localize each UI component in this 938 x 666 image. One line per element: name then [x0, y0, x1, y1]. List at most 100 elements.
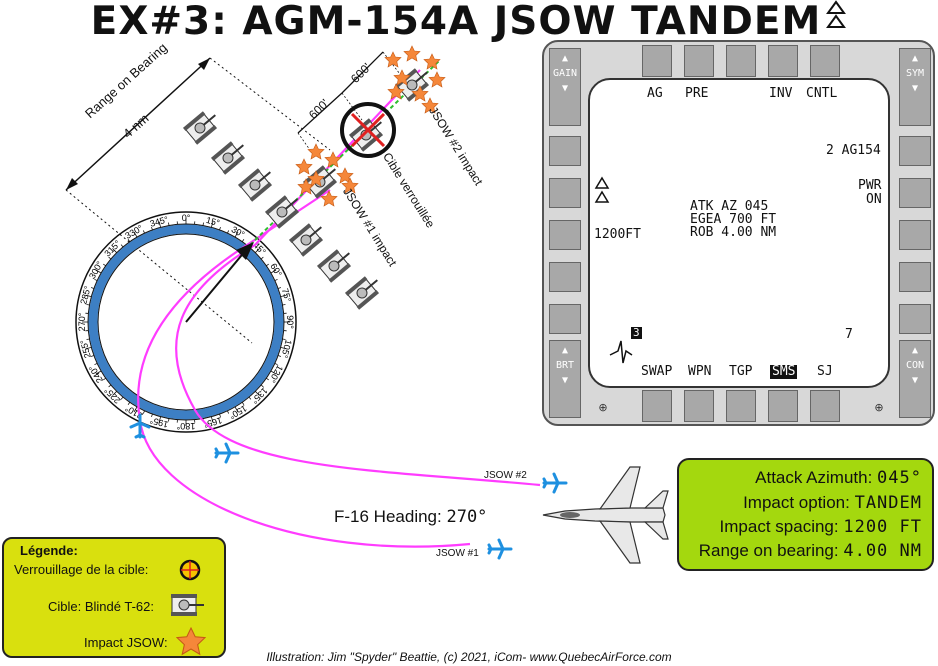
- compass-tick: [282, 338, 286, 340]
- compass-tick: [260, 256, 264, 260]
- spacing-dimension-1: [297, 92, 343, 134]
- compass-tick: [133, 231, 138, 238]
- compass-tick: [108, 384, 112, 388]
- tank-target-icon: [236, 162, 279, 203]
- jsow-impact-icon: [428, 71, 446, 88]
- compass-tick: [103, 263, 106, 267]
- con-rocker[interactable]: ▲CON▼: [899, 340, 931, 418]
- f16-aircraft-icon: [542, 466, 669, 564]
- attack-azimuth-arrow: [185, 249, 247, 323]
- osb-right-4[interactable]: [899, 262, 931, 292]
- gain-rocker[interactable]: ▲GAIN▼: [549, 48, 581, 126]
- osb-top-1[interactable]: [642, 45, 672, 77]
- osb-bottom-5[interactable]: [810, 390, 840, 422]
- jsow1-label: JSOW #1: [436, 548, 479, 559]
- target-lock-icon: [340, 102, 396, 158]
- compass-tick: [260, 384, 264, 388]
- compass-tick: [168, 222, 170, 226]
- jsow1-weapon-icon: [487, 538, 513, 560]
- mfd-ground-stabilized-icon: [609, 340, 633, 364]
- page-title: EX#3: AGM-154A JSOW TANDEM: [0, 0, 938, 44]
- compass-tick: [255, 391, 260, 396]
- brt-rocker[interactable]: ▲BRT▼: [549, 340, 581, 418]
- compass-tick: [94, 363, 98, 366]
- mfd-pwr-state: ON: [866, 192, 882, 207]
- compass-tick: [90, 287, 95, 289]
- compass-tick: [158, 221, 162, 228]
- compass-tick: [282, 304, 286, 306]
- compass-tick: [120, 244, 124, 248]
- f16-heading: F-16 Heading: 270°: [334, 507, 488, 527]
- mfd-atk: ATK AZ 045: [690, 199, 769, 214]
- mfd-label-wpn: WPN: [688, 364, 712, 379]
- compass-label: 75°: [280, 287, 293, 303]
- compass-tick: [248, 396, 252, 400]
- osb-top-2[interactable]: [684, 45, 714, 77]
- compass-tick: [85, 294, 92, 298]
- osb-left-3[interactable]: [549, 220, 581, 250]
- osb-right-2[interactable]: [899, 178, 931, 208]
- compass-tick: [120, 396, 124, 400]
- compass-tick: [266, 263, 269, 267]
- compass-tick: [95, 269, 102, 274]
- sym-rocker[interactable]: ▲SYM▼: [899, 48, 931, 126]
- osb-right-3[interactable]: [899, 220, 931, 250]
- compass-tick: [168, 418, 170, 422]
- osb-bottom-3[interactable]: [726, 390, 756, 422]
- screw-icon: ⊕: [874, 401, 884, 414]
- compass-label: 255°: [78, 338, 93, 359]
- compass-tick: [219, 226, 221, 231]
- osb-right-5[interactable]: [899, 304, 931, 334]
- info-option: Impact option: TANDEM: [743, 493, 922, 513]
- legend-title: Légende:: [20, 543, 78, 558]
- mfd-pwr: PWR: [858, 178, 882, 193]
- compass-tick: [127, 402, 131, 405]
- info-spacing: Impact spacing: 1200 FT: [719, 517, 922, 537]
- osb-top-4[interactable]: [768, 45, 798, 77]
- compass-label: 285°: [78, 284, 93, 305]
- tank-target-icon: [315, 243, 358, 284]
- compass-tick: [103, 377, 106, 381]
- compass-label: 195°: [148, 415, 169, 430]
- compass-tick: [270, 269, 277, 274]
- jsow-symbol-icon: [826, 0, 847, 28]
- osb-left-4[interactable]: [549, 262, 581, 292]
- compass-tick: [108, 256, 112, 260]
- compass-tick: [142, 410, 145, 414]
- compass-ring: [88, 224, 284, 420]
- range-dimension-line: [65, 57, 211, 191]
- compass-tick: [234, 231, 239, 238]
- osb-bottom-2[interactable]: [684, 390, 714, 422]
- compass-tick: [90, 355, 95, 357]
- osb-bottom-1[interactable]: [642, 390, 672, 422]
- osb-top-3[interactable]: [726, 45, 756, 77]
- mfd-label-swap: SWAP: [641, 364, 673, 379]
- compass-tick: [94, 278, 98, 281]
- osb-bottom-4[interactable]: [768, 390, 798, 422]
- compass-tick: [255, 248, 260, 253]
- compass-tick: [95, 370, 102, 375]
- osb-right-1[interactable]: [899, 136, 931, 166]
- compass-tick: [158, 416, 162, 423]
- compass-tick: [86, 338, 90, 340]
- compass-label: 90°: [285, 315, 295, 329]
- osb-top-5[interactable]: [810, 45, 840, 77]
- tank-target-icon: [181, 105, 224, 146]
- mfd-label-pre: PRE: [685, 86, 709, 101]
- compass-tick: [86, 304, 90, 306]
- jsow1-track: [137, 189, 471, 548]
- compass-tick: [210, 416, 214, 423]
- compass-tick: [151, 226, 153, 231]
- osb-left-5[interactable]: [549, 304, 581, 334]
- compass-ring-outer: [75, 211, 297, 433]
- jsow2-label: JSOW #2: [484, 470, 527, 481]
- compass-tick: [270, 370, 277, 375]
- illustration-credit: Illustration: Jim "Spyder" Beattie, (c) …: [266, 650, 672, 664]
- osb-left-1[interactable]: [549, 136, 581, 166]
- compass-label: 105°: [279, 339, 294, 360]
- mfd-spacing: 1200FT: [594, 227, 641, 242]
- tank-target-icon: [287, 217, 330, 258]
- compass-tick: [227, 230, 230, 234]
- legend-lock-icon: [179, 559, 201, 581]
- osb-left-2[interactable]: [549, 178, 581, 208]
